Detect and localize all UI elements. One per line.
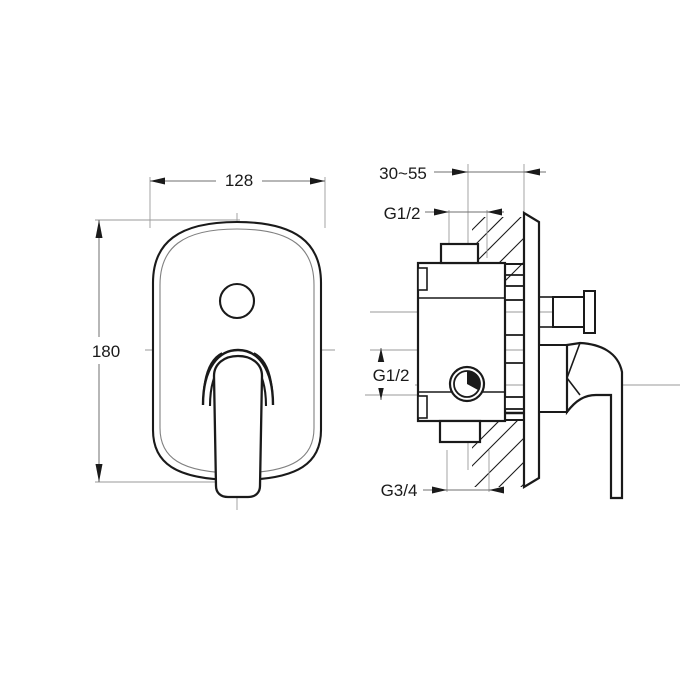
dim-128-arrow-left <box>150 177 165 185</box>
dimension-30-55: 30~55 <box>372 160 546 186</box>
dim-g12-left-text-bg <box>367 362 415 388</box>
dimension-g12-top: G1/2 <box>379 200 504 226</box>
lever-handle-side-crease <box>566 342 581 396</box>
dim-180-arrow-top <box>95 220 103 238</box>
dim-128-label: 128 <box>225 171 253 190</box>
dim-g34-arrow-right <box>489 486 504 494</box>
dim-g34-text-bg <box>375 477 423 503</box>
dim-g12-top-arrow-left <box>434 208 449 216</box>
dimension-g34: G3/4 <box>375 477 504 503</box>
dimension-128: 128 <box>150 167 325 194</box>
dim-180-text-bg <box>84 337 128 364</box>
dim-180-label: 180 <box>92 342 120 361</box>
dim-g12-top-arrow-right <box>487 208 502 216</box>
side-section-view: 30~55 G1/2 G1/2 G3/4 <box>365 160 680 503</box>
cartridge-key-fill <box>467 371 480 390</box>
front-view: 128 180 <box>84 167 335 510</box>
valve-body-left-notches <box>417 267 428 419</box>
dim-30-55-label: 30~55 <box>379 164 427 183</box>
dimension-180: 180 <box>84 220 128 482</box>
bottom-inlet-stub <box>438 419 482 444</box>
lever-handle <box>212 354 264 499</box>
dim-g12-top-label: G1/2 <box>384 204 421 223</box>
outlet-stub-flange <box>583 290 596 334</box>
cartridge-detail <box>448 365 486 403</box>
top-inlet-stub <box>439 242 480 265</box>
outlet-stub <box>539 290 596 334</box>
handle-hub-side <box>538 344 568 413</box>
outlet-stub-body <box>552 296 585 328</box>
dim-3055-arrow-left <box>452 168 468 176</box>
dim-g12-left-label: G1/2 <box>373 366 410 385</box>
dim-g34-label: G3/4 <box>381 481 418 500</box>
handle-hub-outer-arc <box>201 348 275 406</box>
dim-g12-top-text-bg <box>379 200 425 226</box>
dim-3055-text-bg <box>372 160 434 186</box>
dim-3055-arrow-right <box>524 168 540 176</box>
escutcheon-plate-section <box>522 211 541 489</box>
dim-180-arrow-bottom <box>95 464 103 482</box>
dim-g12-left-arrow-bottom <box>377 386 385 400</box>
diverter-button <box>218 282 256 320</box>
handle-hub-outer-right <box>253 352 274 406</box>
handle-hub-outer-left <box>202 352 223 406</box>
dimension-g12-left: G1/2 <box>367 348 415 400</box>
dim-128-arrow-right <box>310 177 325 185</box>
lever-handle-side <box>565 341 624 500</box>
dim-g12-left-arrow-top <box>377 348 385 362</box>
dim-g34-arrow-left <box>432 486 447 494</box>
dim-128-text-bg <box>216 167 262 194</box>
valve-mid-shoulder <box>505 334 524 364</box>
escutcheon-plate-bevel <box>159 228 315 474</box>
